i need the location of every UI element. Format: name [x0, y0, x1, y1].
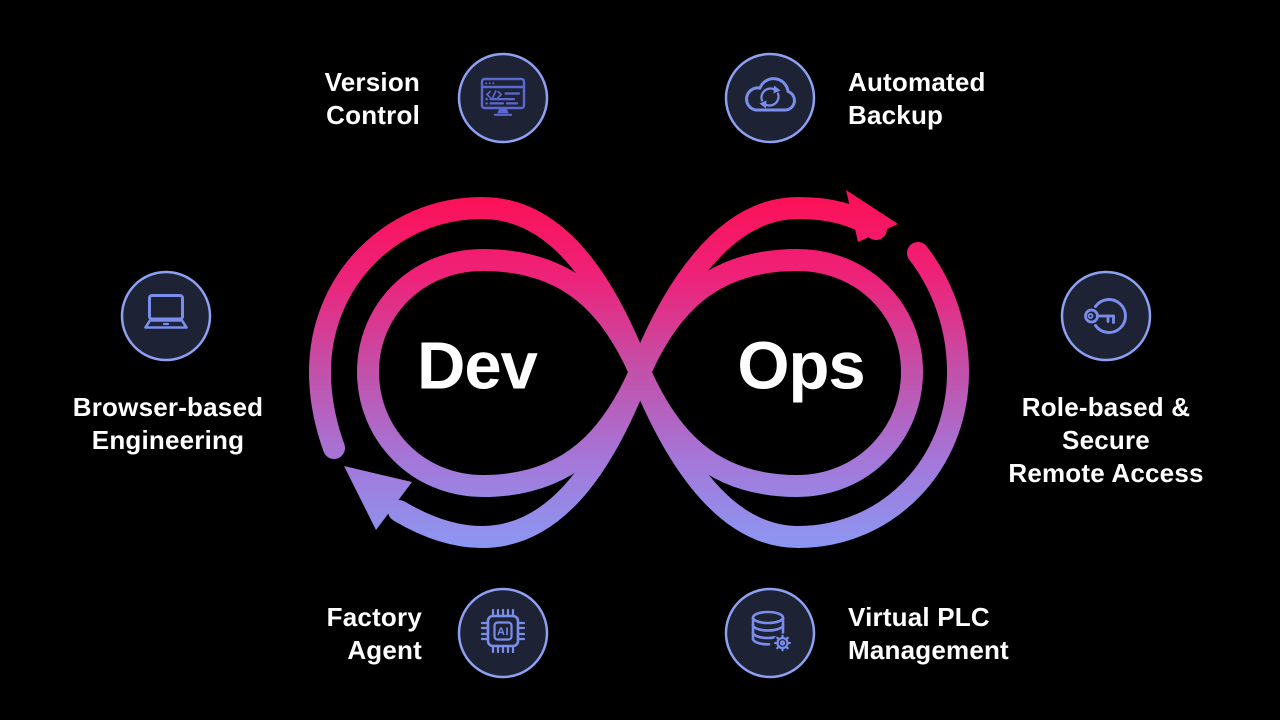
factory-agent-label: Factory Agent [326, 602, 422, 665]
svg-text:AI: AI [497, 626, 509, 638]
key-icon [1060, 270, 1152, 362]
secure-remote-access-label: Role-based & Secure Remote Access [1008, 392, 1204, 488]
browser-based-engineering-label: Browser-based Engineering [72, 392, 264, 455]
database-gear-icon [724, 587, 816, 679]
ops-label: Ops [737, 328, 865, 404]
version-control-badge [457, 52, 549, 144]
automated-backup-badge [724, 52, 816, 144]
dev-label: Dev [417, 328, 538, 404]
infinity-inner-strand [356, 248, 924, 498]
virtual-plc-label: Virtual PLC Management [848, 602, 1009, 665]
arrowhead-top-right-icon [846, 190, 898, 242]
factory-agent-badge: AI [457, 587, 549, 679]
arrowhead-bottom-left-icon [344, 466, 412, 530]
laptop-icon [120, 270, 212, 362]
secure-remote-access-badge [1060, 270, 1152, 362]
cloud-sync-icon [724, 52, 816, 144]
virtual-plc-badge [724, 587, 816, 679]
version-control-label: Version Control [324, 67, 420, 130]
browser-based-engineering-badge [120, 270, 212, 362]
automated-backup-label: Automated Backup [848, 67, 986, 130]
code-monitor-icon [457, 52, 549, 144]
ai-chip-icon: AI [457, 587, 549, 679]
